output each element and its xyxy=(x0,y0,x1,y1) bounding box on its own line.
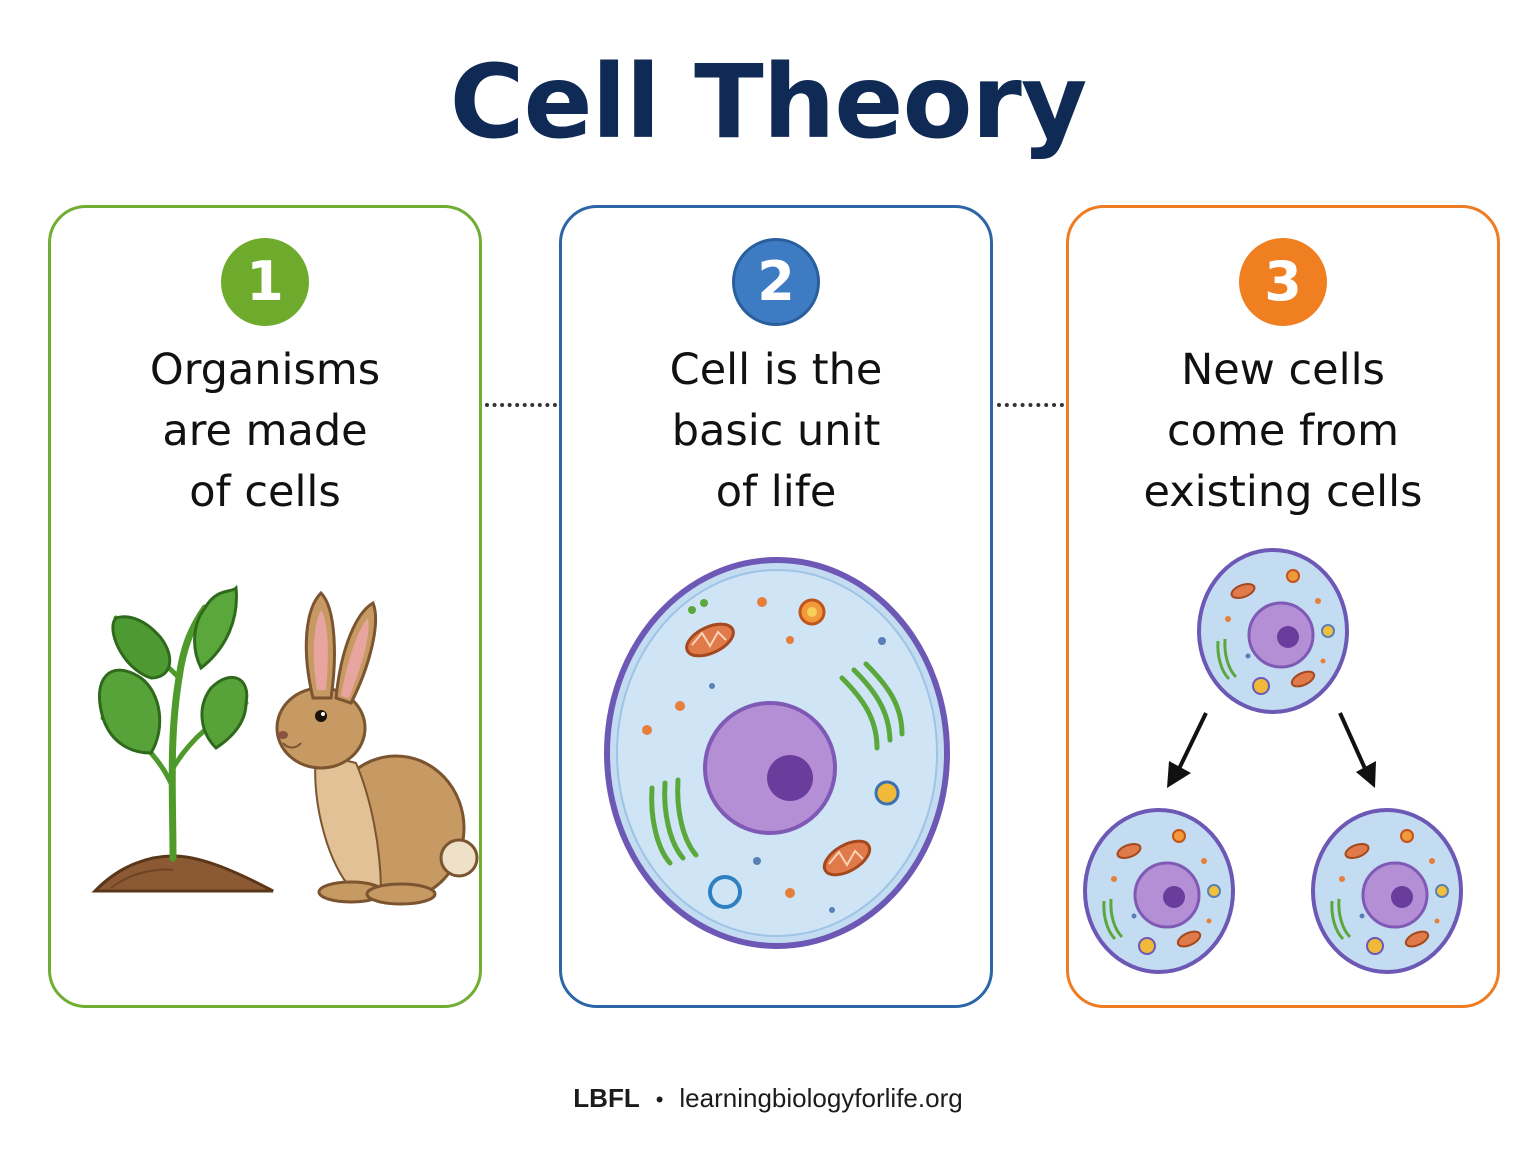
footer-separator: • xyxy=(655,1087,664,1112)
principle-line: are made xyxy=(162,406,368,456)
footer-brand: LBFL xyxy=(573,1083,640,1113)
parent-cell-icon xyxy=(1197,548,1349,714)
number-badge: 2 xyxy=(732,238,820,326)
principle-line: New cells xyxy=(1181,345,1385,395)
principle-card-3: 3 New cells come from existing cells xyxy=(1066,205,1500,1008)
rabbit-icon xyxy=(275,590,479,906)
number-badge: 3 xyxy=(1239,238,1327,326)
principle-card-2: 2 Cell is the basic unit of life xyxy=(559,205,993,1008)
arrow-down-right-icon xyxy=(1338,712,1376,788)
principle-line: of life xyxy=(715,467,837,517)
footer-url[interactable]: learningbiologyforlife.org xyxy=(679,1083,963,1113)
principle-line: come from xyxy=(1166,406,1400,456)
principle-card-1: 1 Organisms are made of cells xyxy=(48,205,482,1008)
principle-line: Cell is the xyxy=(669,345,883,395)
page-title: Cell Theory xyxy=(449,43,1088,162)
panel-1-illustration xyxy=(91,584,479,906)
principle-text: Organisms are made of cells xyxy=(51,340,479,523)
principle-line: Organisms xyxy=(149,345,381,395)
panel-3-illustration xyxy=(1083,548,1463,974)
animal-cell-icon xyxy=(604,557,950,949)
principle-line: of cells xyxy=(189,467,341,517)
principle-text: Cell is the basic unit of life xyxy=(562,340,990,523)
connector-dots-1-2 xyxy=(485,403,557,407)
principle-line: basic unit xyxy=(671,406,881,456)
principle-line: existing cells xyxy=(1143,467,1423,517)
daughter-cell-icon xyxy=(1083,808,1235,974)
number-badge: 1 xyxy=(221,238,309,326)
arrow-down-left-icon xyxy=(1167,712,1208,788)
principle-text: New cells come from existing cells xyxy=(1069,340,1497,523)
daughter-cell-icon xyxy=(1311,808,1463,974)
plant-icon xyxy=(91,584,274,893)
footer: LBFL • learningbiologyforlife.org xyxy=(0,1083,1536,1114)
panel-2-illustration xyxy=(604,557,950,949)
connector-dots-2-3 xyxy=(997,403,1064,407)
